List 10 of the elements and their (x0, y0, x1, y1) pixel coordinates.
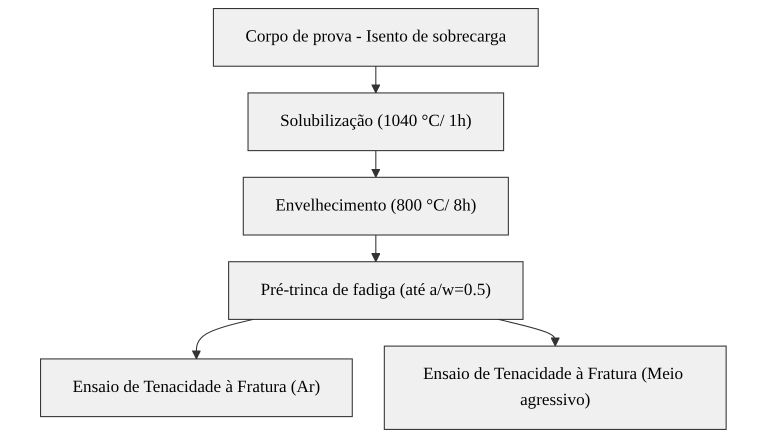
arrow (370, 235, 380, 262)
node-box: Solubilização (1040 °C/ 1h) (247, 92, 504, 152)
node-box: Ensaio de Tenacidade à Fratura (Ar) (40, 358, 352, 418)
node-box: Ensaio de Tenacidade à Fratura (Meio agressivo) (383, 346, 726, 430)
node-box: Corpo de prova - Isento de sobrecarga (212, 8, 538, 67)
node-box: Pré-trinca de fadiga (até a/w=0.5) (228, 261, 524, 320)
node-box: Envelhecimento (800 °C/ 8h) (242, 176, 509, 236)
arrow (370, 66, 380, 94)
arrow (370, 150, 380, 178)
arrow (191, 318, 253, 360)
